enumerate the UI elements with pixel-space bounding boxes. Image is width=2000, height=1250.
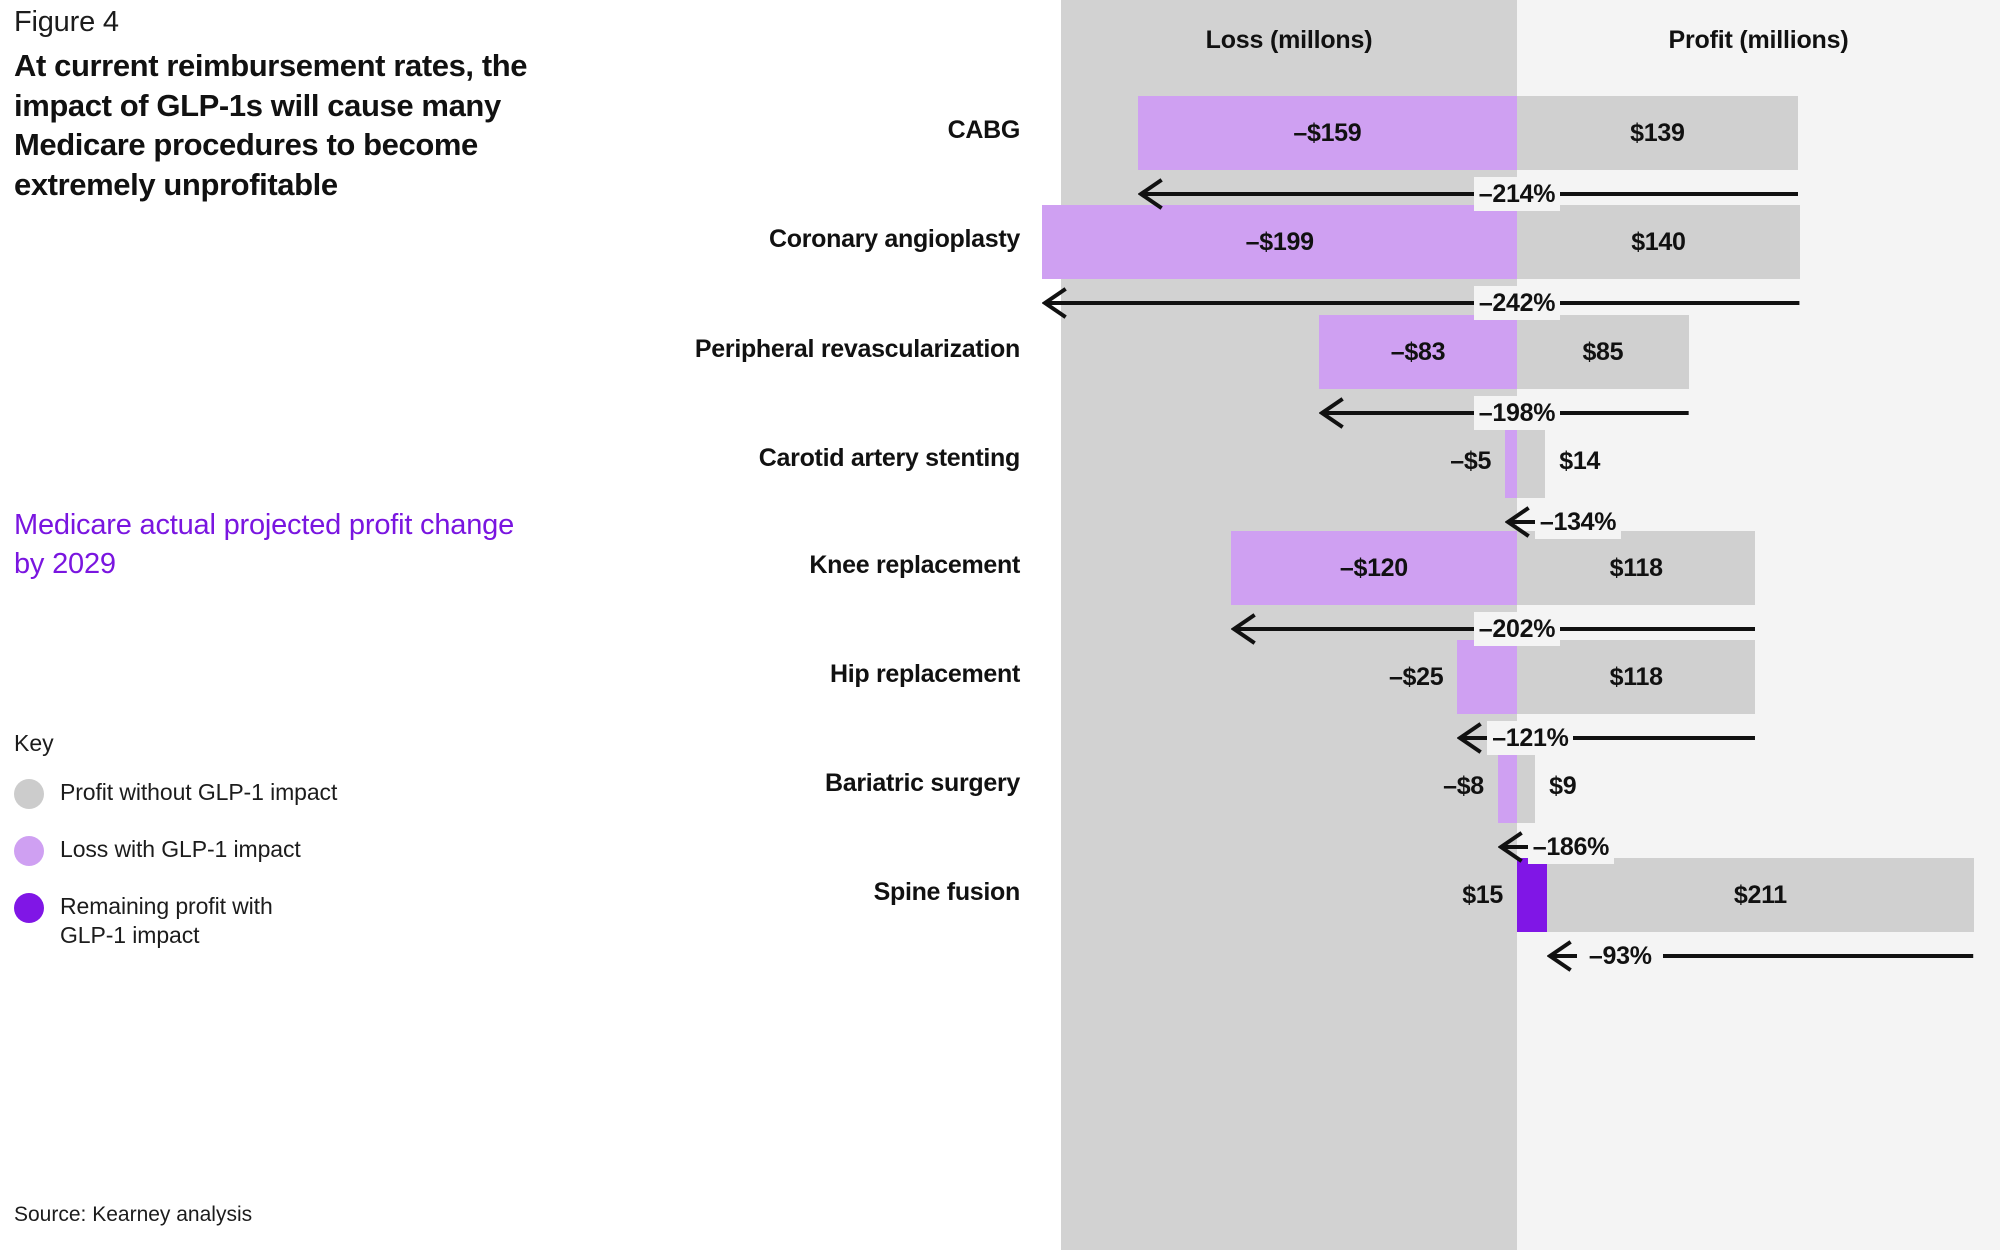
category-label-hip-replacement: Hip replacement [829,660,1020,688]
profit-column-header: Profit (millions) [1668,26,1849,54]
category-label-bariatric-surgery: Bariatric surgery [825,769,1020,797]
percent-change-label: –93% [1577,939,1664,973]
loss-bar [1042,205,1517,279]
bar-row: –$83 $85 [1061,315,2000,389]
profit-without-glp1-swatch [14,779,44,809]
category-label-peripheral-revascularization: Peripheral revascularization [694,335,1020,363]
loss-value-label: –$83 [1390,337,1446,366]
profit-bar [1517,96,1798,170]
category-label-spine-fusion: Spine fusion [873,878,1021,906]
figure-headline: At current reimbursement rates, the impa… [14,48,528,203]
percent-change-arrow: –134% [1505,505,1622,539]
figure-number: Figure 4 [14,6,119,38]
percent-change-arrow: –214% [1137,177,1798,211]
left-arrow-icon [1137,178,1798,210]
bar-row: –$159 $139 [1061,96,2000,170]
bar-row: $15 $211 [1061,858,2000,932]
bar-row: –$8 $9 [1061,749,2000,823]
loss-value-label: –$8 [1443,771,1484,800]
loss-value-label: –$120 [1339,553,1408,582]
chart-panel: Loss (millons) Profit (millions) –$159 $1… [1042,0,2000,1250]
percent-change-label: –242% [1474,286,1560,320]
loss-bar [1457,640,1517,714]
percent-change-label: –214% [1473,177,1560,211]
profit-bar [1517,424,1546,498]
profit-bar [1517,205,1800,279]
profit-value-label: $118 [1609,662,1663,691]
profit-bar [1517,531,1756,605]
category-label-knee-replacement: Knee replacement [809,551,1020,579]
legend-item-label: Profit without GLP-1 impact [60,779,338,805]
percent-change-label: –121% [1487,721,1574,755]
profit-bar [1547,858,1974,932]
remaining-profit-swatch [14,893,44,923]
profit-bar [1517,749,1536,823]
profit-value-label: $211 [1733,880,1787,909]
loss-bar [1137,96,1517,170]
left-column: Figure 4 At current reimbursement rates,… [14,0,1054,1250]
percent-change-label: –134% [1535,505,1622,539]
bar-row: –$25 $118 [1061,640,2000,714]
profit-value-label: $9 [1549,771,1577,800]
legend-item-loss-with-glp1: Loss with GLP-1 impact [14,835,494,866]
loss-value-label: –$5 [1450,446,1492,475]
loss-column-header: Loss (millons) [1205,26,1373,54]
category-label-carotid-artery-stenting: Carotid artery stenting [758,444,1021,472]
loss-bar [1230,531,1517,605]
loss-value-label: –$159 [1293,118,1362,147]
profit-value-label: $139 [1630,118,1685,147]
category-label-cabg: CABG [947,116,1021,144]
legend-item-label: Loss with GLP-1 impact [60,836,301,862]
category-label-coronary-angioplasty: Coronary angioplasty [769,225,1020,253]
loss-value-label: –$25 [1388,662,1444,691]
source-note: Source: Kearney analysis [14,1203,253,1226]
percent-change-arrow: –202% [1230,612,1756,646]
profit-bar [1517,640,1756,714]
percent-change-arrow: –121% [1457,721,1756,755]
loss-bar [1497,749,1517,823]
profit-value-label: $85 [1582,337,1624,366]
loss-bar [1505,424,1517,498]
legend-key: Profit without GLP-1 impact Loss with GL… [14,778,494,977]
percent-change-arrow: –93% [1547,939,1974,973]
bar-row: –$199 $140 [1042,205,2000,279]
percent-change-label: –202% [1473,612,1560,646]
legend-item-profit-without-glp1: Profit without GLP-1 impact [14,778,494,809]
bar-row: –$5 $14 [1061,424,2000,498]
percent-change-label: –186% [1527,830,1614,864]
key-title: Key [14,730,54,756]
left-arrow-icon [1042,287,1800,319]
profit-bar [1517,315,1689,389]
figure-subtitle: Medicare actual projected profit change … [14,509,514,581]
remaining-profit-bar [1517,858,1548,932]
remaining-profit-value-label: $15 [1462,880,1503,909]
profit-value-label: $118 [1609,553,1663,582]
percent-change-arrow: –186% [1497,830,1614,864]
loss-with-glp1-swatch [14,836,44,866]
legend-item-remaining-profit: Remaining profit with GLP-1 impact [14,892,494,951]
percent-change-arrow: –242% [1042,286,1800,320]
loss-value-label: –$199 [1245,227,1314,256]
profit-value-label: $140 [1631,227,1686,256]
profit-value-label: $14 [1559,446,1601,475]
loss-bar [1319,315,1517,389]
bar-row: –$120 $118 [1061,531,2000,605]
percent-change-arrow: –198% [1319,396,1689,430]
legend-item-label: Remaining profit with GLP-1 impact [60,893,273,949]
percent-change-label: –198% [1473,396,1560,430]
